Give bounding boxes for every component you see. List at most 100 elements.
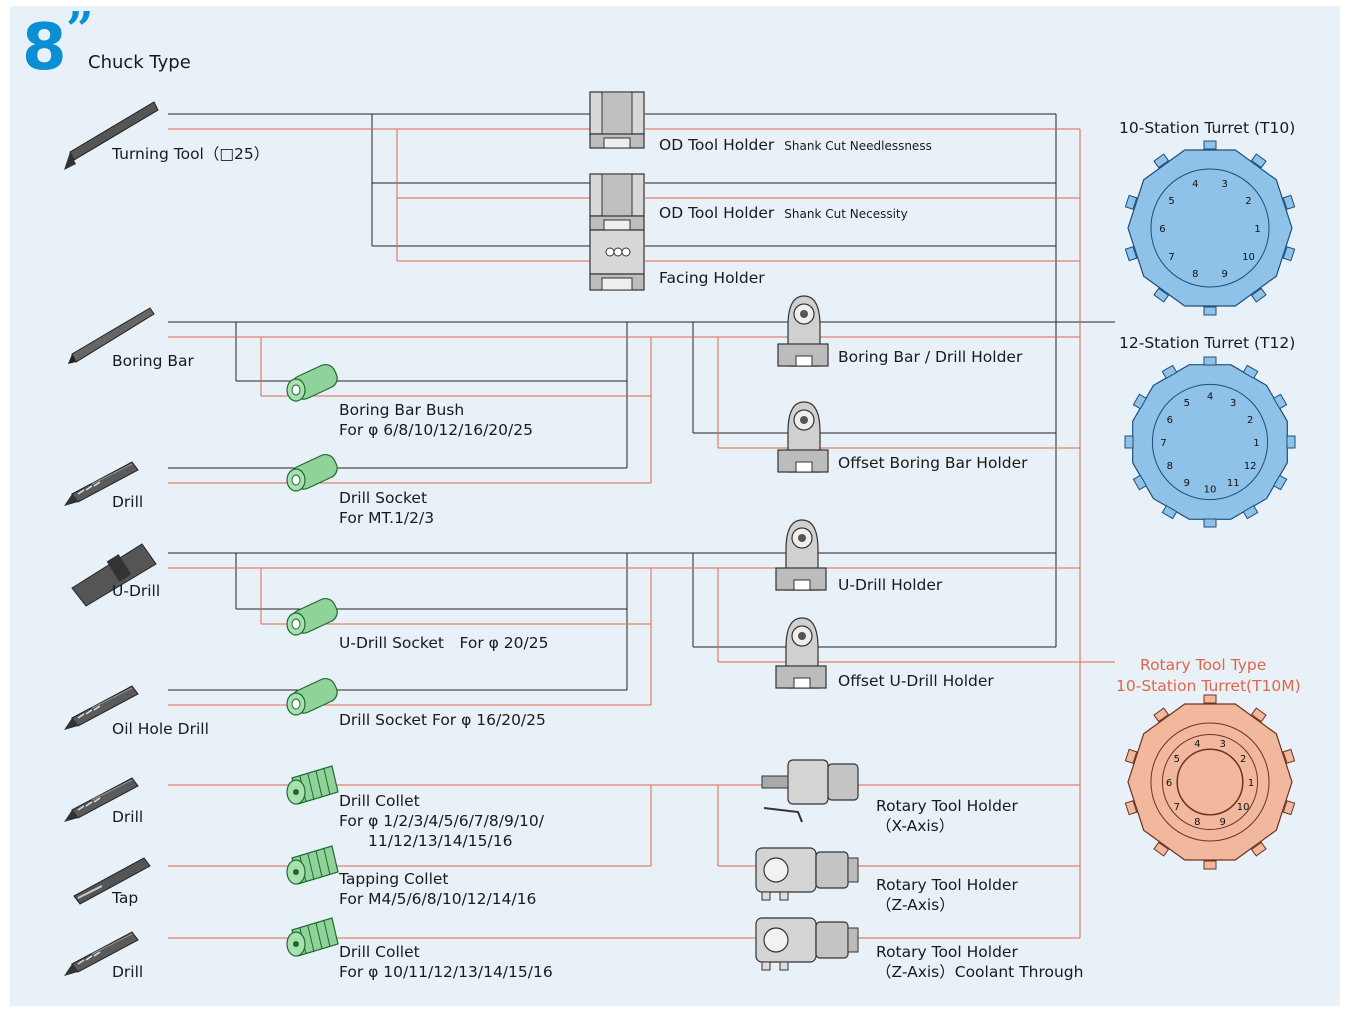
u-drill-socket-icon — [286, 594, 342, 638]
boring-bar-bush-sizes: For φ 6/8/10/12/16/20/25 — [339, 421, 533, 439]
turning-tool-icon — [64, 101, 159, 170]
od-holder-2-note: Shank Cut Necessity — [784, 207, 908, 221]
turret-t10-station-tab — [1203, 306, 1217, 316]
turret-t10m-station-tab — [1250, 707, 1267, 723]
turret-t10-station-number: 10 — [1242, 252, 1255, 263]
turret-t10m-ring-inner — [1161, 733, 1259, 831]
turret-t12-station-tab — [1273, 474, 1288, 491]
size-quote-mark: ” — [66, 2, 94, 58]
rotary-x-holder-icon — [761, 759, 859, 823]
orange-lines — [168, 128, 1115, 939]
turret-t10-station-number: 5 — [1168, 196, 1174, 207]
turret-t12-station-tab — [1124, 435, 1134, 449]
turret-t12-station-tab — [1132, 393, 1147, 410]
turret-t10-station-tab — [1203, 140, 1217, 150]
rotary-z-coolant-axis: （Z-Axis）Coolant Through — [876, 963, 1084, 981]
turret-t12-station-number: 2 — [1247, 415, 1253, 426]
turret-t10-station-number: 3 — [1222, 179, 1228, 190]
drill-collet-sizes-1: For φ 1/2/3/4/5/6/7/8/9/10/ — [339, 812, 544, 830]
drill-collet-sizes-2: 11/12/13/14/15/16 — [368, 832, 513, 850]
turret-t12-station-tab — [1203, 356, 1217, 366]
drill-socket-sizes: For MT.1/2/3 — [339, 509, 435, 527]
turret-t10-body — [1127, 149, 1293, 307]
tool-boring-bar-label: Boring Bar — [112, 352, 194, 370]
drill-socket-2-label: Drill Socket For φ 16/20/25 — [339, 711, 546, 729]
turret-t10-station-tab — [1250, 153, 1267, 169]
drill-collet-2-label: Drill Collet — [339, 943, 420, 961]
turret-t12-station-tab — [1132, 474, 1147, 491]
rotary-x-axis: （X-Axis） — [876, 817, 955, 835]
turret-t12-station-number: 10 — [1204, 484, 1217, 495]
turret-t10-label: 10-Station Turret (T10) — [1119, 119, 1296, 137]
turret-t10-station-tab — [1250, 287, 1267, 303]
facing-holder-icon — [589, 229, 645, 291]
turret-t10m-station-number: 6 — [1166, 778, 1172, 789]
drill-socket-icon — [286, 450, 342, 494]
turret-t12-ring — [1151, 383, 1269, 501]
page-title: Chuck Type — [88, 52, 191, 73]
turret-t10m-station-tab — [1282, 800, 1296, 816]
rotary-z-holder-icon — [755, 847, 859, 901]
turret-t10m-ring — [1150, 722, 1270, 842]
turret-t10-station-number: 4 — [1192, 179, 1198, 190]
drill-socket-label: Drill Socket — [339, 489, 428, 507]
offset-boring-holder-label: Offset Boring Bar Holder — [838, 454, 1028, 472]
turret-t10-station-number: 2 — [1245, 196, 1251, 207]
turret-t12-station-number: 6 — [1167, 415, 1173, 426]
turret-t10m-station-number: 5 — [1174, 754, 1180, 765]
tool-u-drill-label: U-Drill — [112, 582, 161, 600]
rotary-x-label: Rotary Tool Holder — [876, 797, 1018, 815]
turret-t12-station-number: 11 — [1227, 478, 1240, 489]
turret-t10m-hub — [1176, 748, 1244, 816]
u-drill-holder-icon — [775, 519, 827, 591]
turret-t12-station-number: 12 — [1244, 461, 1257, 472]
turret-t12-station-number: 7 — [1160, 438, 1166, 449]
rotary-z-label: Rotary Tool Holder — [876, 876, 1018, 894]
turret-t12-station-tab — [1242, 364, 1259, 379]
facing-holder-label: Facing Holder — [659, 269, 765, 287]
turret-t12-station-tab — [1273, 393, 1288, 410]
turret-t10m-type-label: Rotary Tool Type — [1140, 656, 1267, 674]
turret-t10-station-tab — [1124, 246, 1138, 262]
rotary-z-axis: （Z-Axis） — [876, 896, 955, 914]
tool-oil-hole-drill-label: Oil Hole Drill — [112, 720, 209, 738]
turret-t10m-station-tab — [1153, 841, 1170, 857]
boring-bar-icon — [68, 307, 155, 364]
turret-t10m-station-number: 9 — [1219, 817, 1225, 828]
turret-t10m-station-tab — [1203, 694, 1217, 704]
turret-t10m-station-tab — [1124, 800, 1138, 816]
tool-drill-3-label: Drill — [112, 963, 144, 981]
od-tool-holder-2-icon — [589, 173, 645, 231]
turret-t10-ring — [1150, 168, 1270, 288]
turret-t12-station-tab — [1203, 518, 1217, 528]
turret-t10m-station-number: 4 — [1194, 739, 1200, 750]
size-label: 8 — [22, 11, 67, 85]
rotary-z-coolant-label: Rotary Tool Holder — [876, 943, 1018, 961]
turret-t10m-station-number: 8 — [1194, 817, 1200, 828]
tapping-collet-sizes: For M4/5/6/8/10/12/14/16 — [339, 890, 537, 908]
turret-t10m-station-tab — [1282, 748, 1296, 764]
offset-u-drill-holder-label: Offset U-Drill Holder — [838, 672, 994, 690]
drill-collet-2-sizes: For φ 10/11/12/13/14/15/16 — [339, 963, 553, 981]
drill-collet-2-icon — [286, 917, 339, 957]
turret-t10-station-number: 1 — [1254, 224, 1260, 235]
turret-t10m-station-tab — [1124, 748, 1138, 764]
drill-collet-label: Drill Collet — [339, 792, 420, 810]
tapping-collet-icon — [286, 845, 339, 885]
turret-t12-station-number: 9 — [1184, 478, 1190, 489]
turret-t10-station-tab — [1282, 194, 1296, 210]
tool-turning-label: Turning Tool（□25） — [112, 145, 270, 163]
turret-t10m-station-number: 1 — [1248, 778, 1254, 789]
diagram-panel — [10, 6, 1340, 1006]
turret-t10-station-tab — [1282, 246, 1296, 262]
turret-t10-station-tab — [1153, 287, 1170, 303]
turret-t10-station-number: 8 — [1192, 269, 1198, 280]
od-holder-1-note: Shank Cut Needlessness — [784, 139, 932, 153]
od-tool-holder-icon — [589, 91, 645, 149]
turret-t10m-station-tab — [1250, 841, 1267, 857]
